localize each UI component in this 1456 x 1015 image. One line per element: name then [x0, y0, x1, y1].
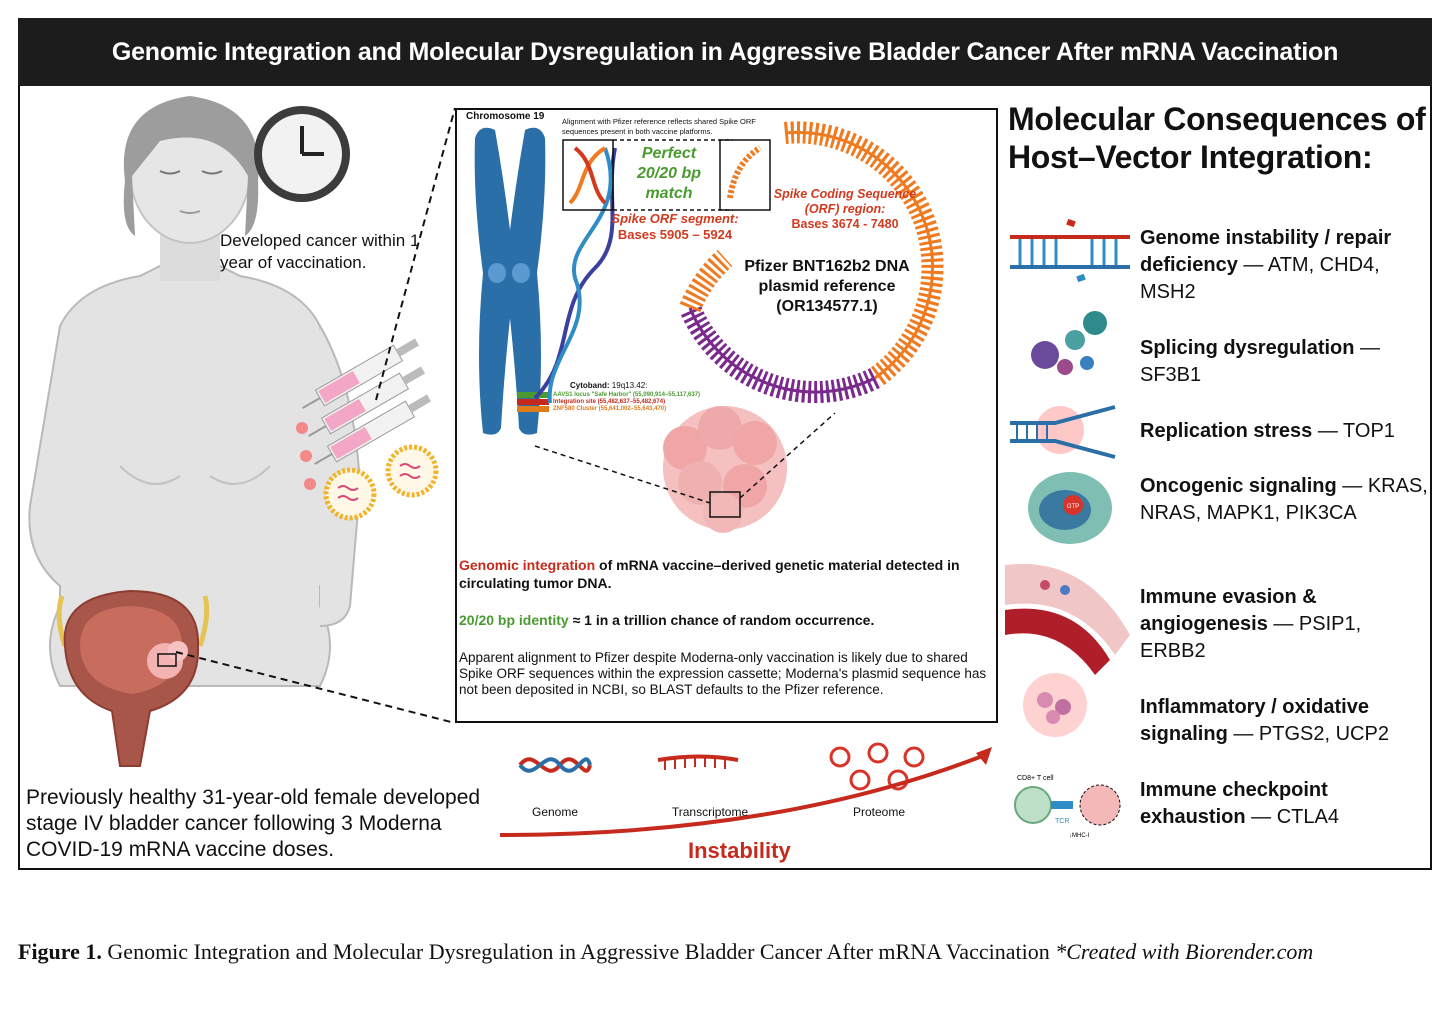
nanoparticle-icon [323, 444, 439, 521]
consequence-item-replication-stress: Replication stress — TOP1 [1140, 420, 1395, 442]
integration-statement: Genomic integration of mRNA vaccine–deri… [459, 556, 991, 592]
patient-illustration [28, 96, 439, 767]
dna-zoom-box [562, 139, 614, 211]
consequence-item-splicing: Splicing dysregulation — SF3B1 [1140, 337, 1381, 386]
tcell-label: CD8+ T cell [1017, 775, 1054, 782]
cytoband-value: 19q13.42: [611, 381, 648, 390]
alignment-note: Alignment with Pfizer reference reflects… [562, 117, 756, 136]
tumor-cells-icon [663, 406, 787, 533]
figure-caption-text: Genomic Integration and Molecular Dysreg… [101, 939, 1056, 964]
hair-shape [123, 96, 259, 236]
consequence-item-checkpoint: Immune checkpoint exhaustion — CTLA4 [1140, 779, 1339, 828]
genome-label: Genome [531, 805, 579, 819]
perfect-match-label: Perfect 20/20 bp match [636, 145, 702, 202]
integration-rest: of mRNA vaccine–derived genetic material… [459, 557, 960, 591]
angiogenesis-icon [1005, 563, 1130, 675]
proteome-label: Proteome [852, 805, 906, 819]
transcriptome-label: Transcriptome [671, 805, 749, 819]
consequence-item-oncogenic-signaling: Oncogenic signaling — KRAS, NRAS, MAPK1,… [1140, 475, 1428, 524]
cytoband-row-integration: Integration site (55,482,637–55,482,674) [553, 399, 666, 405]
genome-instability-icon [1010, 218, 1130, 283]
cell-zoom-box [709, 491, 741, 518]
consequence-icons: GTP CD8+ T cell TCR ↓MHC-I [1005, 218, 1130, 839]
genome-icon [518, 757, 592, 773]
instability-label: Instability [688, 838, 791, 863]
instability-arrow [499, 753, 986, 837]
identity-statement: 20/20 bp identity ≈ 1 in a trillion chan… [459, 611, 991, 629]
cytoband-label: Cytoband: [570, 381, 610, 390]
alignment-explanation: Apparent alignment to Pfizer despite Mod… [459, 650, 987, 697]
oncogenic-signaling-icon: GTP [1028, 472, 1112, 544]
plasmid-zoom-box [719, 139, 771, 211]
mhc-label: ↓MHC-I [1069, 833, 1090, 839]
cytoband-row-znf580: ZNF580 Cluster (55,641,002–55,643,470) [553, 406, 667, 412]
figure-caption: Figure 1. Genomic Integration and Molecu… [18, 925, 1438, 979]
consequence-item-inflammatory: Inflammatory / oxidative signaling — PTG… [1140, 696, 1389, 745]
inflammation-icon [1023, 673, 1087, 737]
spike-cds-bases: Bases 3674 - 7480 [791, 217, 899, 231]
cytoband-row-aavs1: AAVS1 locus "Safe Harbor" (55,090,914–55… [553, 392, 700, 398]
figure-title: Genomic Integration and Molecular Dysreg… [18, 18, 1432, 86]
gtp-label: GTP [1067, 504, 1079, 510]
chromosome-icon [474, 127, 549, 435]
integration-highlight: Genomic integration [459, 557, 596, 573]
patient-summary: Previously healthy 31-year-old female de… [26, 786, 481, 861]
checkpoint-icon: CD8+ T cell TCR ↓MHC-I [1014, 775, 1121, 839]
dna-helix-icon [533, 139, 617, 404]
tumor-zoom-box [157, 653, 177, 667]
figure-label: Figure 1. [18, 939, 102, 964]
chromosome-label: Chromosome 19 [466, 111, 545, 122]
tcr-label: TCR [1055, 818, 1069, 825]
identity-highlight: 20/20 bp identity [459, 612, 569, 628]
clock-icon [254, 106, 350, 202]
syringe-icon [302, 338, 431, 465]
spike-cds-region: Spike Coding Sequence (ORF) region: Base… [765, 187, 925, 232]
consequence-item-immune-evasion: Immune evasion & angiogenesis — PSIP1, E… [1140, 586, 1362, 662]
spike-orf-segment: Spike ORF segment: Bases 5905 – 5924 [600, 211, 750, 243]
spike-orf-segment-title: Spike ORF segment: [611, 211, 739, 226]
spike-cds-title: Spike Coding Sequence (ORF) region: [773, 187, 917, 216]
identity-rest: ≈ 1 in a trillion chance of random occur… [568, 612, 875, 628]
replication-stress-icon [1010, 405, 1116, 459]
bladder-icon [56, 589, 210, 767]
consequence-item-genome-instability: Genome instability / repair deficiency —… [1140, 227, 1392, 303]
spike-orf-segment-bases: Bases 5905 – 5924 [617, 227, 733, 242]
transcriptome-icon [657, 754, 739, 770]
cytoband-heading: Cytoband: 19q13.42: [570, 381, 647, 390]
figure-caption-note: *Created with Biorender.com [1055, 939, 1314, 964]
clock-caption: Developed cancer within 1 year of vaccin… [220, 231, 420, 272]
plasmid-reference-label: Pfizer BNT162b2 DNA plasmid reference (O… [744, 258, 910, 315]
plasmid-icon [679, 121, 944, 403]
splicing-icon [1031, 311, 1107, 375]
proteome-icon [829, 742, 925, 791]
omics-diagram [499, 742, 992, 837]
integration-diagram [474, 121, 944, 533]
consequences-title: Molecular Consequences of Host–Vector In… [1008, 101, 1426, 175]
